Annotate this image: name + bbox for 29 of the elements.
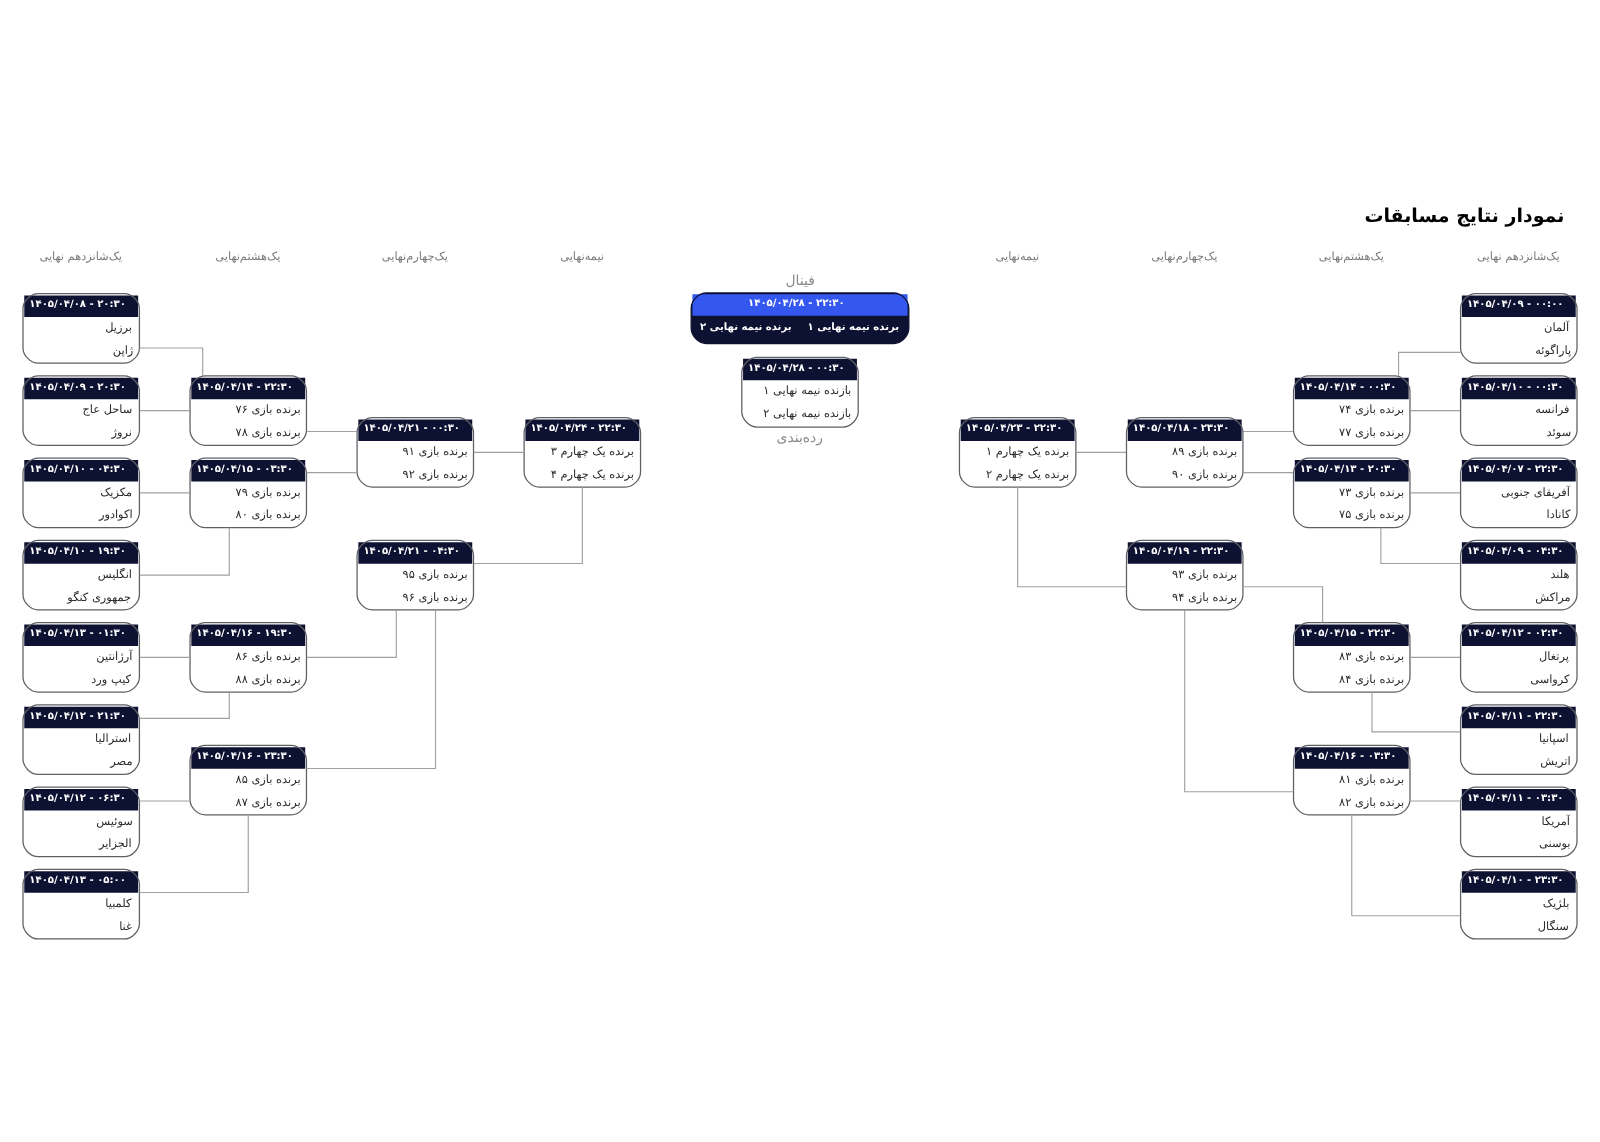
- connector: [139, 410, 191, 412]
- connector: [306, 472, 358, 474]
- connector: [1380, 527, 1461, 565]
- connector: [1075, 451, 1127, 453]
- connector: [139, 800, 191, 802]
- connector: [1409, 656, 1461, 658]
- connector: [305, 609, 437, 770]
- connector: [1242, 472, 1294, 474]
- connector: [139, 492, 191, 494]
- connector: [1398, 351, 1461, 377]
- connector: [139, 691, 230, 719]
- connector: [1409, 410, 1461, 412]
- connector: [306, 609, 397, 658]
- diagram-title: نمودار نتایج مسابقات: [1364, 206, 1565, 229]
- connector: [138, 347, 204, 377]
- connector: [1017, 486, 1127, 588]
- connector: [1409, 800, 1461, 802]
- connector: [1184, 609, 1294, 793]
- connector: [1242, 430, 1294, 433]
- connector: [1242, 586, 1324, 624]
- connector: [139, 527, 230, 576]
- connector: [139, 814, 249, 894]
- connector: [1409, 492, 1461, 494]
- connector: [139, 656, 191, 658]
- connector: [1371, 691, 1461, 733]
- connector: [473, 451, 525, 453]
- connector: [306, 430, 358, 433]
- connector: [473, 486, 583, 565]
- connector: [1351, 814, 1461, 917]
